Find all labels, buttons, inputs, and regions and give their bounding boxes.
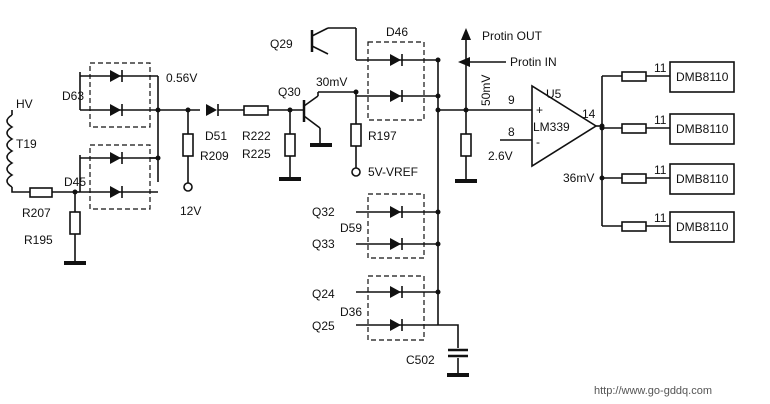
d63-label: D63 bbox=[62, 89, 84, 103]
d59-diodes bbox=[356, 206, 438, 250]
dmb8110-box-4 bbox=[669, 211, 735, 243]
d51-diode bbox=[206, 104, 219, 116]
d59-label: D59 bbox=[340, 221, 362, 235]
minus-label: - bbox=[536, 135, 540, 149]
v12-label: 12V bbox=[180, 204, 201, 218]
hv-label: HV bbox=[16, 97, 33, 111]
dmb-branch-3 bbox=[602, 173, 670, 184]
r207-resistor bbox=[29, 187, 53, 198]
d36-box bbox=[367, 275, 425, 341]
d46-label: D46 bbox=[386, 25, 408, 39]
lm339-label: LM339 bbox=[533, 120, 570, 134]
c502-label: C502 bbox=[406, 353, 435, 367]
pin8-label: 8 bbox=[508, 125, 515, 139]
pin11-label-2: 11 bbox=[654, 113, 667, 127]
dmb-branch-4 bbox=[602, 221, 670, 232]
v26-label: 2.6V bbox=[488, 149, 513, 163]
q29-transistor bbox=[310, 27, 357, 60]
q24-label: Q24 bbox=[312, 287, 335, 301]
vref-label: 5V-VREF bbox=[368, 165, 418, 179]
r195-label: R195 bbox=[24, 233, 53, 247]
dmb8110-label-4: DMB8110 bbox=[676, 220, 729, 234]
dmb-branch-1 bbox=[602, 71, 670, 82]
q25-label: Q25 bbox=[312, 319, 335, 333]
mv50-label: 50mV bbox=[479, 75, 493, 106]
r195-resistor bbox=[69, 211, 81, 235]
dmb8110-box-2 bbox=[669, 113, 735, 145]
v056-label: 0.56V bbox=[166, 71, 197, 85]
r222-resistor bbox=[243, 105, 269, 116]
d36-label: D36 bbox=[340, 305, 362, 319]
r225-resistor bbox=[284, 133, 296, 157]
u5-label: U5 bbox=[546, 87, 562, 101]
q30-label: Q30 bbox=[278, 85, 301, 99]
pin11-label-3: 11 bbox=[654, 163, 667, 177]
r197-label: R197 bbox=[368, 129, 397, 143]
r209-label: R209 bbox=[200, 149, 229, 163]
d63-box bbox=[89, 62, 151, 128]
dmb-branch-2 bbox=[602, 123, 670, 134]
q32-label: Q32 bbox=[312, 205, 335, 219]
d45-box bbox=[89, 144, 151, 210]
mv30-label: 30mV bbox=[316, 75, 347, 89]
d59-box bbox=[367, 193, 425, 259]
t19-coil bbox=[6, 110, 30, 193]
r225-label: R225 bbox=[242, 147, 271, 161]
mv36-label: 36mV bbox=[563, 171, 594, 185]
q29-label: Q29 bbox=[270, 37, 293, 51]
protin-in-label: Protin IN bbox=[510, 55, 557, 69]
d46-box bbox=[367, 41, 425, 121]
d36-diodes bbox=[356, 286, 438, 331]
dmb8110-box-1 bbox=[669, 61, 735, 93]
pin9-label: 9 bbox=[508, 93, 515, 107]
dmb8110-box-3 bbox=[669, 163, 735, 195]
d45-label: D45 bbox=[64, 175, 86, 189]
lm339-comparator bbox=[531, 84, 598, 168]
q30-transistor bbox=[302, 92, 332, 147]
t19-label: T19 bbox=[16, 137, 37, 151]
protin-out-label: Protin OUT bbox=[482, 29, 543, 43]
d63-diodes bbox=[79, 70, 159, 182]
dmb8110-label-1: DMB8110 bbox=[676, 70, 729, 84]
r209-resistor bbox=[182, 133, 194, 157]
q33-label: Q33 bbox=[312, 237, 335, 251]
plus-label: + bbox=[536, 103, 543, 117]
d45-diodes bbox=[79, 152, 158, 198]
r222-label: R222 bbox=[242, 129, 271, 143]
source-url: http://www.go-gddq.com bbox=[594, 385, 712, 397]
pin11-label-4: 11 bbox=[654, 211, 667, 225]
d46-diodes bbox=[356, 54, 438, 102]
d51-label: D51 bbox=[205, 129, 227, 143]
pin14-label: 14 bbox=[582, 107, 596, 121]
dmb8110-label-2: DMB8110 bbox=[676, 122, 729, 136]
r207-label: R207 bbox=[22, 206, 51, 220]
r197-resistor bbox=[350, 123, 362, 147]
comp-ref-resistor bbox=[460, 133, 472, 157]
pin11-label-1: 11 bbox=[654, 61, 667, 75]
dmb8110-label-3: DMB8110 bbox=[676, 172, 729, 186]
